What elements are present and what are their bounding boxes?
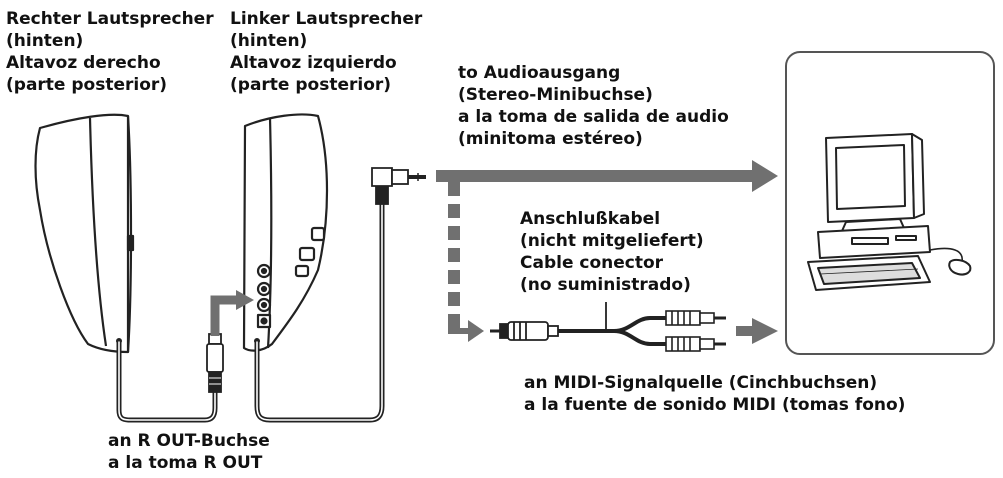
r-out-plug-icon — [206, 312, 224, 393]
connection-cable-label: Anschlußkabel (nicht mitgeliefert) Cable… — [520, 209, 704, 295]
left-speaker-label: Linker Lautsprecher (hinten) Altavoz izq… — [230, 9, 423, 95]
midi-branch-dashed — [448, 182, 484, 342]
audio-output-label: to Audioausgang (Stereo-Minibuchse) a la… — [458, 63, 729, 149]
connection-cable-icon — [490, 302, 666, 346]
rca-plug-icon — [665, 310, 726, 352]
midi-source-label: an MIDI-Signalquelle (Cinchbuchsen) a la… — [524, 373, 906, 415]
right-speaker-label: Rechter Lautsprecher (hinten) Altavoz de… — [6, 9, 214, 95]
speaker-right-icon — [34, 113, 135, 354]
speaker-link-cable — [116, 339, 218, 423]
midi-arrow — [736, 318, 778, 344]
speaker-left-icon — [242, 113, 329, 352]
r-out-jack-label: an R OUT-Buchse a la toma R OUT — [108, 431, 270, 473]
stereo-mini-plug-icon — [371, 167, 426, 205]
audio-out-arrow — [436, 160, 778, 192]
computer-icon — [807, 133, 972, 291]
r-out-arrow — [210, 295, 238, 336]
